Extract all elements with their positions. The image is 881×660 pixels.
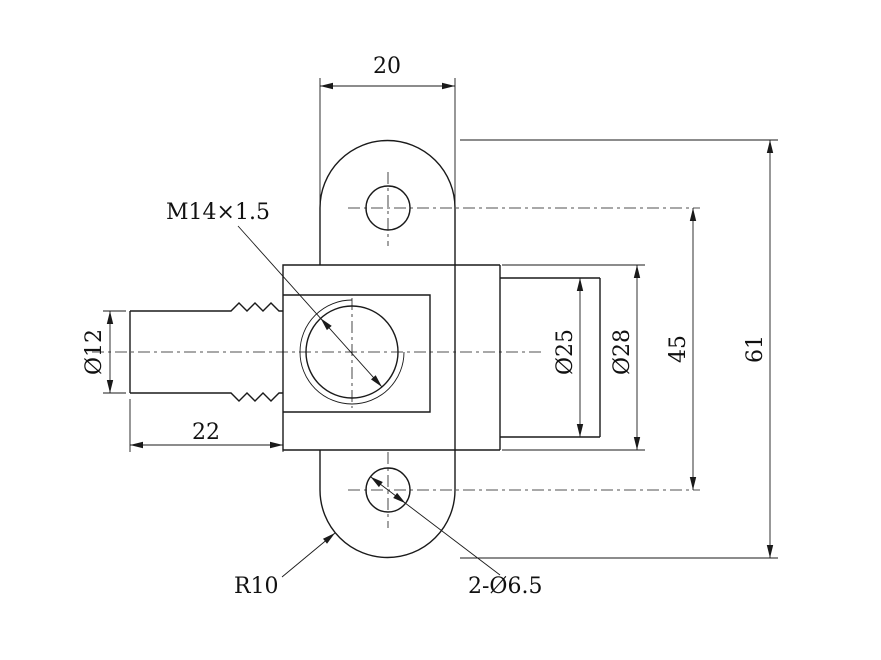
centerlines <box>92 172 700 528</box>
cylinder-outline <box>455 264 601 451</box>
corner-radius-label: R10 <box>234 574 279 599</box>
overall-height-label: 61 <box>743 335 768 363</box>
thread-callout-label: M14×1.5 <box>166 200 270 225</box>
barb-length-label: 22 <box>192 420 220 445</box>
thread-leader-arrow-lower <box>371 375 382 387</box>
extension-lines <box>103 78 778 559</box>
hole-spacing-label: 45 <box>666 335 691 363</box>
thread-hole-circle <box>305 305 399 399</box>
thread-leader-line <box>237 225 383 388</box>
cylinder-outer-label: Ø28 <box>610 329 635 375</box>
dimension-lines <box>106 82 774 558</box>
flange-width-label: 20 <box>373 54 401 79</box>
body-outline <box>282 264 456 451</box>
thread-major-arc <box>299 299 405 405</box>
bottom-hole-centerlines <box>348 452 700 528</box>
barb-outline <box>129 302 283 402</box>
part-outline <box>129 139 601 559</box>
flanges-outline <box>319 139 456 559</box>
extension-lines-path <box>103 78 778 559</box>
leader-lines <box>237 225 501 578</box>
holes-leader-arrow-far <box>370 476 383 488</box>
holes-leader-line <box>370 476 501 576</box>
radius-leader-arrow <box>323 533 335 544</box>
mounting-holes-label: 2-Ø6.5 <box>468 574 542 599</box>
thread-leader-arrow-upper <box>320 318 332 331</box>
holes-leader-arrow-near <box>393 492 406 504</box>
labels: 20 Ø12 22 Ø25 Ø28 45 61 M14×1.5 R10 2-Ø6… <box>82 54 768 599</box>
barb-diameter-label: Ø12 <box>82 329 107 375</box>
top-flange-hole <box>365 185 411 231</box>
bottom-flange-hole <box>365 467 411 513</box>
top-hole-centerlines <box>348 172 700 246</box>
cylinder-inner-label: Ø25 <box>553 329 578 375</box>
